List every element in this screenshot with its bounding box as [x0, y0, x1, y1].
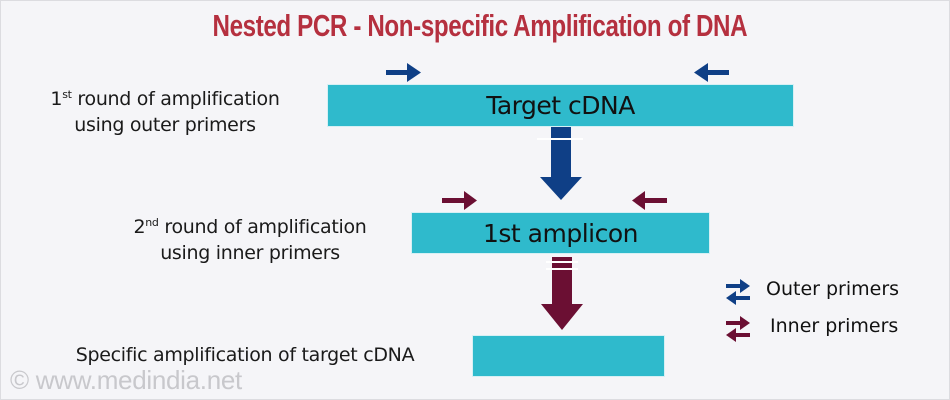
step-2-label: 2nd round of amplification using inner p…: [100, 210, 400, 266]
step-1-label: 1st round of amplification using outer p…: [20, 82, 310, 138]
step-2-label-line1: 2nd round of amplification: [133, 216, 367, 238]
inner-forward-primer-arrow-icon: [442, 191, 477, 210]
legend-outer-swap-arrows-icon: [726, 279, 750, 305]
legend-outer-primers-label: Outer primers: [766, 278, 900, 300]
diagram-title: Nested PCR - Non-specific Amplification …: [212, 8, 748, 43]
step-1-label-line2: using outer primers: [74, 114, 256, 136]
step-1-label-line1: 1st round of amplification: [50, 88, 280, 110]
outer-forward-primer-arrow-icon: [386, 63, 421, 82]
first-amplicon-box: 1st amplicon: [411, 212, 710, 254]
inner-reverse-primer-arrow-icon: [632, 191, 667, 210]
down-arrow-2-icon: [541, 257, 583, 330]
target-cdna-box: Target cDNA: [327, 84, 794, 127]
legend-inner-swap-arrows-icon: [726, 316, 750, 342]
specific-product-box: [472, 335, 665, 377]
outer-reverse-primer-arrow-icon: [694, 63, 729, 82]
legend-inner-primers-label: Inner primers: [770, 315, 899, 337]
down-arrow-1-icon: [537, 127, 583, 200]
step-2-label-line2: using inner primers: [160, 242, 340, 264]
watermark: © www.medindia.net: [10, 365, 242, 395]
step-3-label: Specific amplification of target cDNA: [75, 344, 415, 366]
